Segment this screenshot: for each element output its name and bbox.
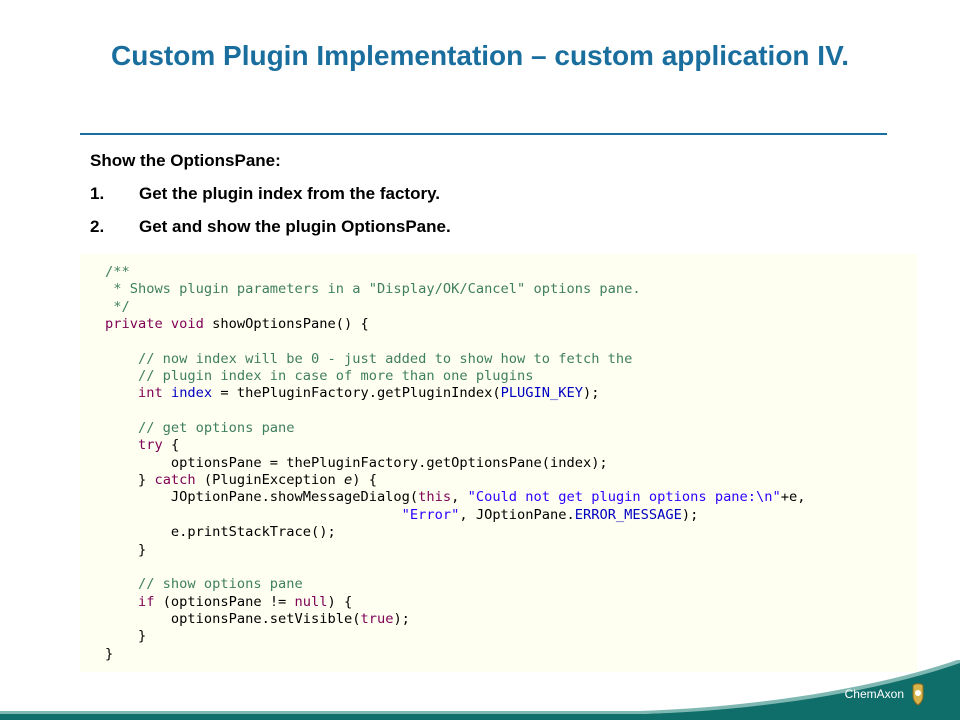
code-text: optionsPane.setVisible( (105, 610, 361, 627)
code-comment: // show options pane (105, 576, 303, 593)
code-keyword: catch (154, 472, 196, 489)
code-keyword: try (137, 437, 163, 454)
code-comment: */ (105, 298, 130, 315)
code-block: /** * Shows plugin parameters in a "Disp… (80, 254, 917, 672)
code-text: { (162, 437, 180, 454)
code-keyword: int (137, 385, 163, 402)
code-string: "Error" (401, 506, 460, 523)
code-keyword: this (418, 489, 452, 506)
code-text: optionsPane = thePluginFactory.getOption… (105, 454, 608, 471)
code-text: JOptionPane.showMessageDialog( (105, 489, 419, 506)
chemaxon-logo: ChemAxon (845, 682, 926, 706)
code-comment: // get options pane (105, 420, 295, 437)
code-text: ); (393, 610, 410, 627)
code-comment: * Shows plugin parameters in a "Display/… (105, 281, 641, 298)
code-text: , (451, 489, 468, 506)
code-text: = thePluginFactory.getPluginIndex( (212, 385, 501, 402)
code-text: (optionsPane != (154, 593, 295, 610)
code-comment: // now index will be 0 - just added to s… (105, 350, 633, 367)
step-number: 2. (90, 217, 105, 236)
intro-text: Show the OptionsPane: (90, 151, 281, 170)
title-divider (80, 133, 887, 135)
slide-title: Custom Plugin Implementation – custom ap… (111, 40, 849, 71)
code-constant: PLUGIN_KEY (500, 385, 583, 402)
code-keyword: true (360, 610, 394, 627)
list-item: 1. Get the plugin index from the factory… (90, 184, 451, 217)
code-text: } (105, 628, 147, 645)
code-string: "Could not get plugin options pane:\n" (467, 489, 781, 506)
code-constant: ERROR_MESSAGE (574, 506, 682, 523)
steps-list: 1. Get the plugin index from the factory… (90, 184, 451, 250)
code-text: ); (582, 385, 600, 402)
code-text: } (105, 645, 114, 662)
code-keyword: null (294, 593, 328, 610)
code-text: } (105, 472, 155, 489)
code-text: ) { (352, 472, 377, 489)
code-text: e.printStackTrace(); (105, 524, 336, 541)
code-keyword: private void (105, 316, 204, 333)
crest-icon (912, 683, 924, 706)
step-text: Get and show the plugin OptionsPane. (139, 217, 451, 236)
code-comment: /** (105, 264, 130, 280)
step-number: 1. (90, 184, 105, 203)
code-text: , JOptionPane. (459, 506, 575, 523)
code-text: showOptionsPane() { (203, 316, 369, 333)
code-variable: e (344, 472, 353, 489)
code-text: ) { (327, 593, 353, 610)
logo-text: ChemAxon (844, 687, 904, 701)
code-comment: // plugin index in case of more than one… (105, 368, 534, 385)
code-text: ); (681, 506, 699, 523)
code-listing: /** * Shows plugin parameters in a "Disp… (105, 264, 806, 663)
list-item: 2. Get and show the plugin OptionsPane. (90, 217, 451, 250)
footer-wave (0, 660, 960, 720)
step-text: Get the plugin index from the factory. (139, 184, 440, 203)
code-keyword: if (137, 593, 155, 610)
code-text: (PluginException (195, 472, 344, 489)
code-variable: index (170, 385, 213, 402)
code-text: +e, (780, 489, 806, 506)
code-text: } (105, 541, 147, 558)
